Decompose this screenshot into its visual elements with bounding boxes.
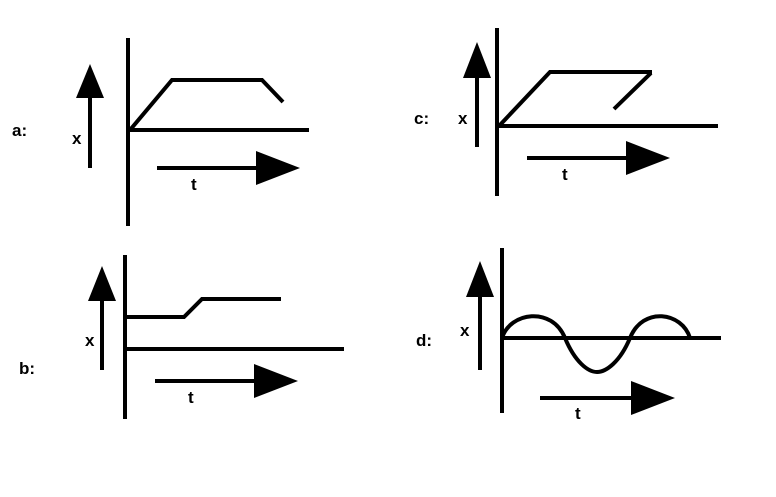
up-arrow-icon [76,64,104,98]
graph-c-curve-segment [612,71,653,111]
graph-c-curve [497,70,652,128]
right-arrow-icon [626,141,670,175]
graph-c: c: x t [414,28,718,196]
up-arrow-icon [463,42,491,78]
graph-a-curve [128,78,285,132]
up-arrow-icon [466,261,494,297]
graph-b-t-label: t [188,388,194,407]
right-arrow-icon [631,381,675,415]
up-arrow-icon [88,266,116,301]
graph-a: a: x t [12,38,309,226]
graph-d-x-label: x [460,321,470,340]
right-arrow-icon [256,151,300,185]
graph-b-label: b: [19,359,35,378]
graph-a-t-label: t [191,175,197,194]
graph-c-label: c: [414,109,429,128]
graph-a-label: a: [12,121,27,140]
graph-d-label: d: [416,331,432,350]
graph-b-x-label: x [85,331,95,350]
graph-b-curve [125,297,281,319]
graph-c-x-label: x [458,109,468,128]
graph-d-t-label: t [575,404,581,423]
graph-c-t-label: t [562,165,568,184]
right-arrow-icon [254,364,298,398]
graph-d-sine-curve [500,314,692,375]
graph-b: b: x t [19,255,344,419]
graph-a-x-label: x [72,129,82,148]
graph-d: d: x t [416,248,721,423]
